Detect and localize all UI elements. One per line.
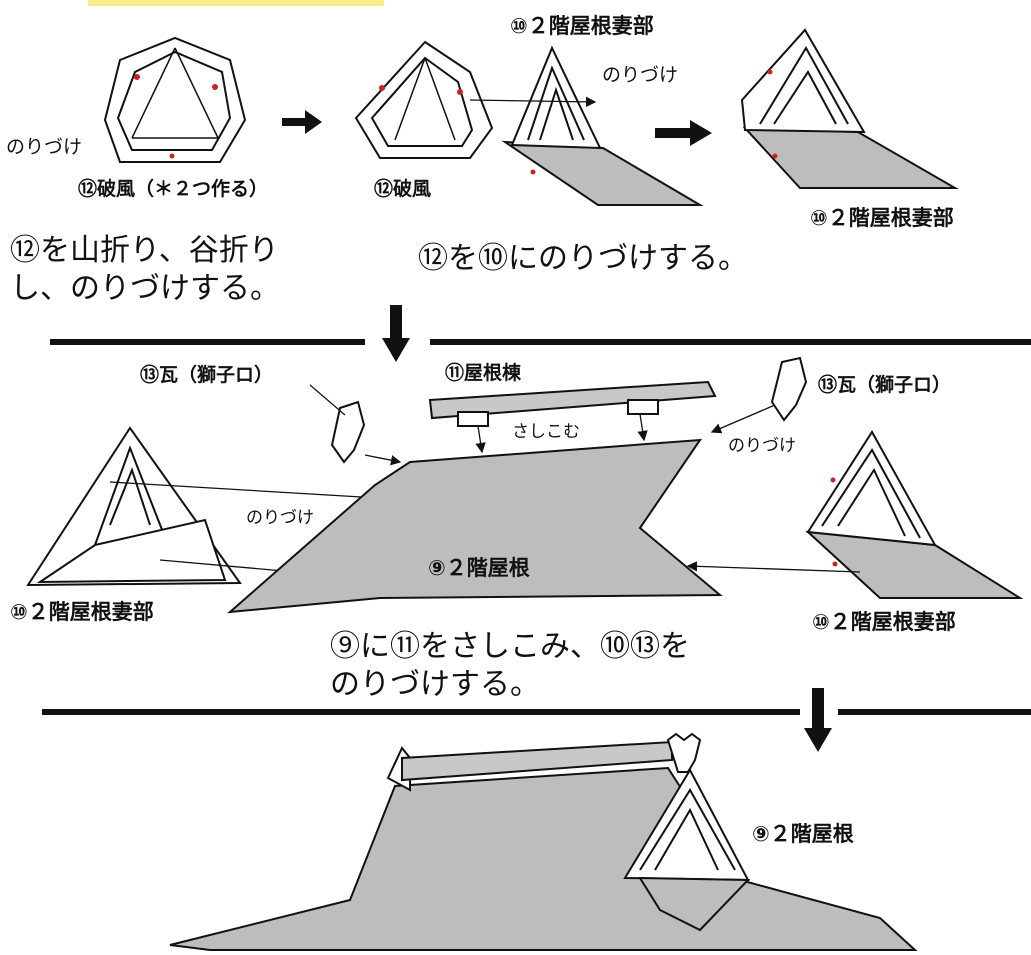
gable-part-10-left <box>26 426 242 587</box>
gable-part-12-folded <box>354 40 494 159</box>
ridge-part-11 <box>428 380 717 427</box>
glue-label-left: のりづけ <box>6 136 83 158</box>
glue-label-top: のりづけ <box>602 64 679 86</box>
glue-label-center: のりづけ <box>246 508 314 528</box>
tile-part-13-right <box>770 356 808 422</box>
arrow-right-2 <box>655 120 712 146</box>
instruction-step2: ⑨に⑪をさしこみ、⑩⑬を のりづけする。 <box>330 629 690 702</box>
part10-label-right2: ⑩２階屋根妻部 <box>812 610 956 634</box>
arrow-down-2 <box>804 688 832 752</box>
gable-part-12-flat <box>103 36 247 163</box>
roof-gable-part-10-top <box>501 45 704 206</box>
arrow-down-1 <box>382 305 410 362</box>
part11-label: ⑪屋根棟 <box>445 362 522 384</box>
instruction-step1-right: ⑫を⑩にのりづけする。 <box>418 241 748 276</box>
highlight-bar <box>88 0 384 6</box>
roof-part-9 <box>227 438 723 614</box>
part10-label-right: ⑩２階屋根妻部 <box>810 206 954 230</box>
part13-label-left: ⑬瓦（獅子ロ） <box>140 364 274 386</box>
assembled-roof <box>169 732 918 951</box>
part10-label-top: ⑩２階屋根妻部 <box>510 14 654 38</box>
glue-label-right: のりづけ <box>728 436 796 456</box>
part10-label-left2: ⑩２階屋根妻部 <box>10 600 154 624</box>
part9-label: ⑨２階屋根 <box>428 556 530 580</box>
arrow-right-1 <box>282 110 322 134</box>
insert-label: さしこむ <box>512 422 580 442</box>
part13-label-right: ⑬瓦（獅子ロ） <box>818 374 952 396</box>
roof-gable-part-10-assembled <box>740 28 959 189</box>
part9-label-final: ⑨２階屋根 <box>752 822 854 846</box>
tile-part-13-left <box>330 400 366 464</box>
roof-gable-part-10-right <box>805 430 1024 599</box>
instruction-step1-left: ⑫を山折り、谷折り し、のりづけする。 <box>10 233 280 306</box>
part12-label-dup: ⑫破風（＊２つ作る） <box>78 178 269 200</box>
part12-label: ⑫破風 <box>374 178 432 200</box>
